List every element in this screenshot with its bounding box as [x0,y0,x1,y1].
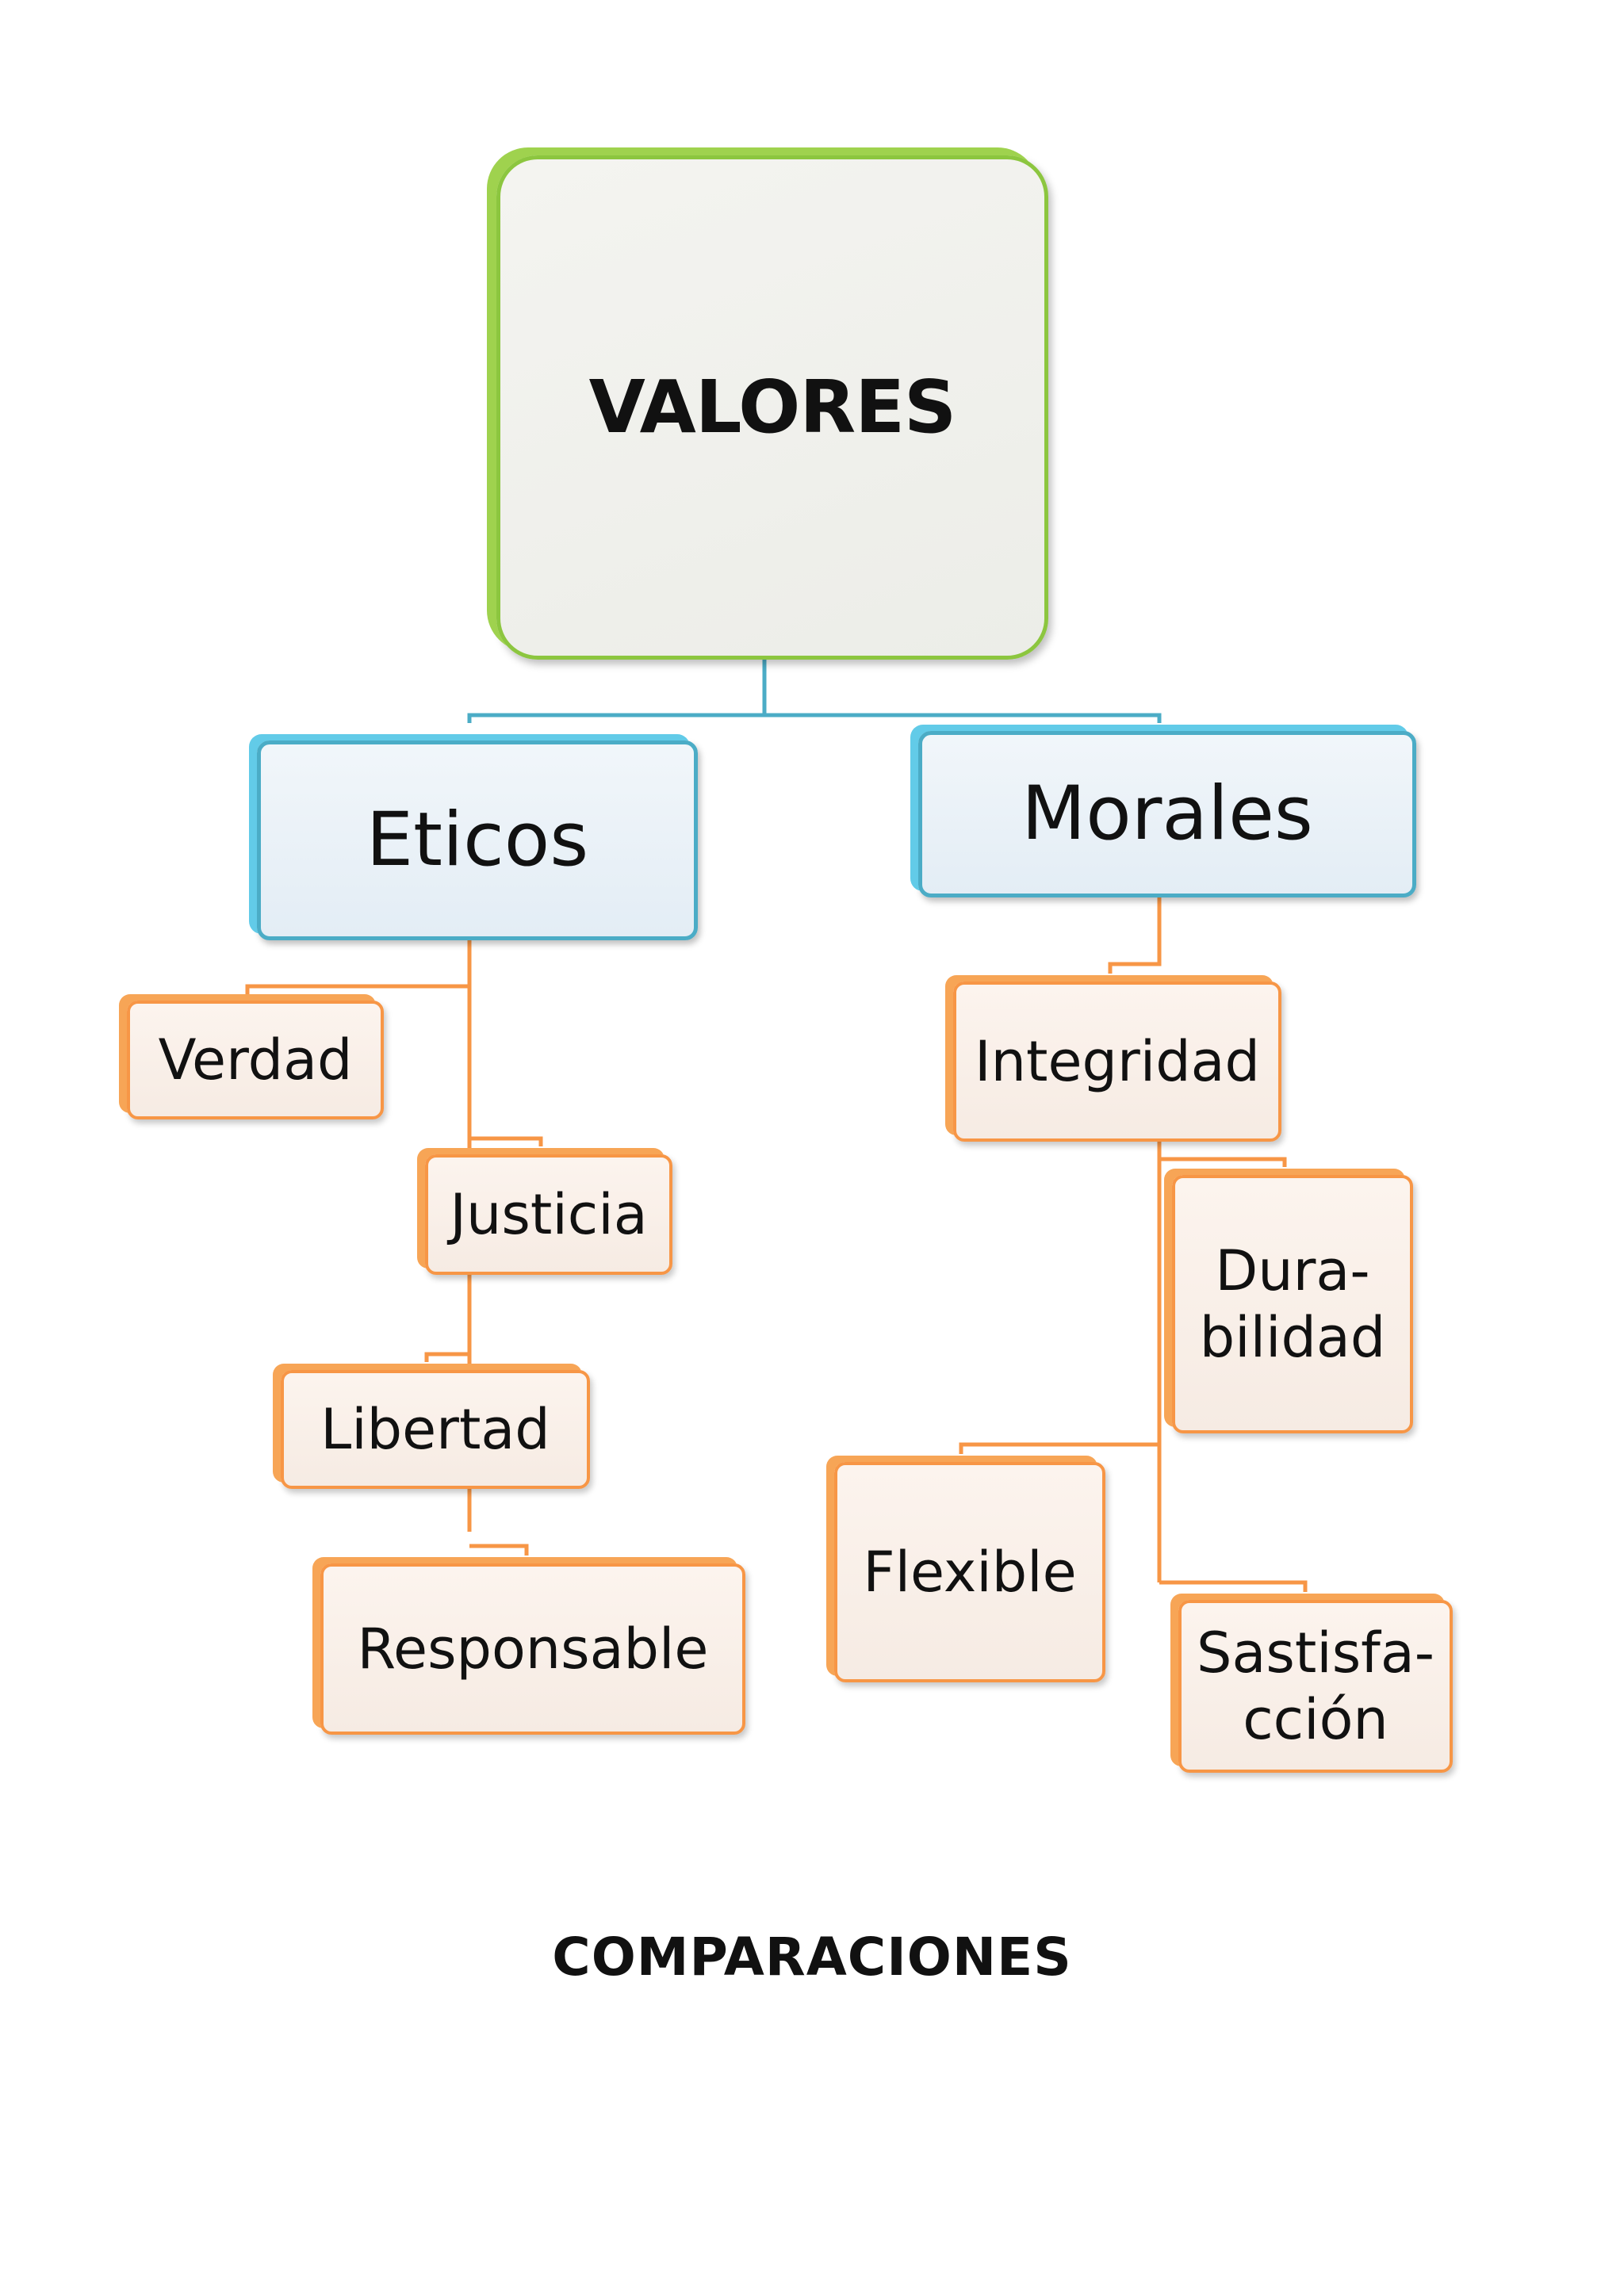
connector-morales-branch [959,897,1308,1592]
leaf-label-integridad: Integridad [975,1029,1260,1094]
root-node-valores: VALORES [496,155,1048,660]
leaf-node-integridad: Integridad [953,982,1281,1142]
caption-comparaciones: COMPARACIONES [552,1927,1072,1988]
leaf-label-verdad: Verdad [158,1027,353,1093]
leaf-node-flexible: Flexible [834,1462,1105,1682]
leaf-node-durabilidad: Dura- bilidad [1172,1175,1413,1433]
leaf-node-libertad: Libertad [281,1370,590,1489]
leaf-label-responsable: Responsable [357,1617,709,1682]
leaf-label-durabilidad: Dura- bilidad [1199,1238,1386,1370]
leaf-node-justicia: Justicia [425,1154,672,1275]
category-node-eticos: Eticos [257,740,698,940]
category-label-morales: Morales [1021,770,1313,857]
root-label: VALORES [588,364,957,450]
leaf-label-libertad: Libertad [320,1397,550,1462]
leaf-node-verdad: Verdad [127,1001,384,1119]
leaf-node-responsable: Responsable [320,1563,745,1735]
leaf-label-flexible: Flexible [863,1540,1077,1605]
leaf-label-justicia: Justicia [450,1182,648,1247]
category-label-eticos: Eticos [366,796,589,883]
category-node-morales: Morales [918,731,1416,897]
leaf-node-satisfaccion: Sastisfa- cción [1178,1600,1453,1773]
connector-root-categories [467,660,1162,723]
leaf-label-satisfaccion: Sastisfa- cción [1197,1621,1434,1752]
